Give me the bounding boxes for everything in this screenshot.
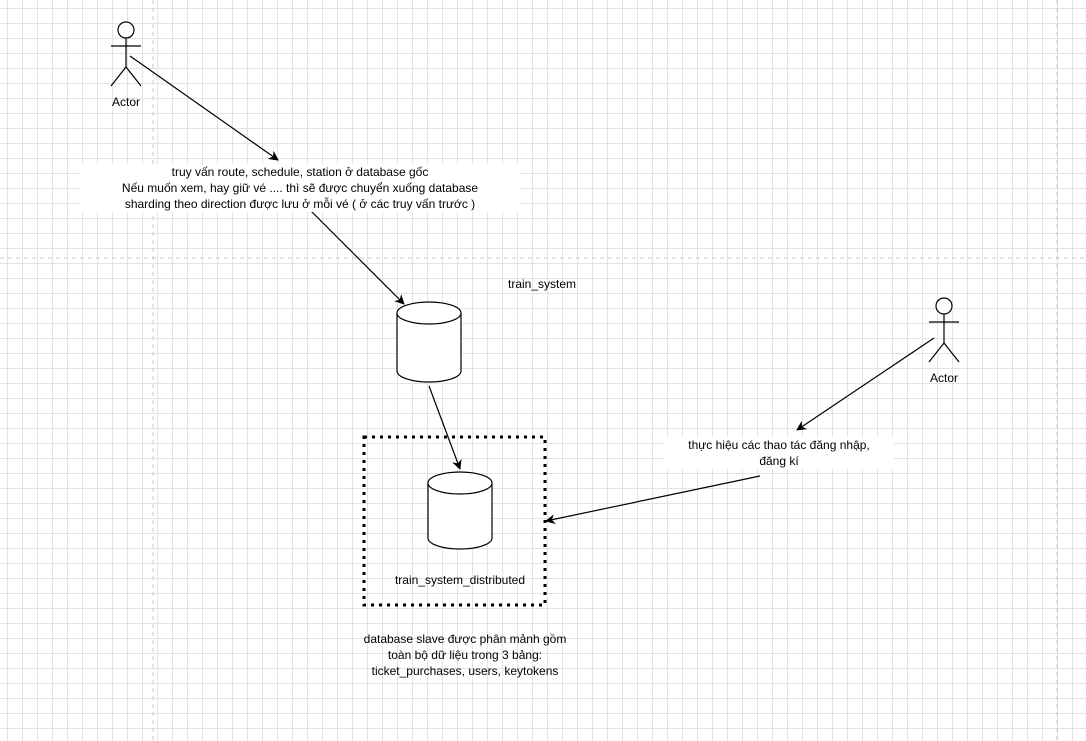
arrow-train-system-to-distributed[interactable] [428,385,462,470]
query-note-label[interactable]: truy vấn route, schedule, station ở data… [80,164,520,212]
distributed-container[interactable] [362,435,547,607]
actor-right-label: Actor [929,371,958,385]
train-system-distributed-label: train_system_distributed [394,573,526,587]
auth-note-line-2: đăng kí [759,454,799,468]
actor-right-figure[interactable] [928,297,960,363]
query-note-line-3: sharding theo direction được lưu ở mỗi v… [124,197,476,211]
arrow-auth-note-to-container[interactable] [545,475,761,525]
arrow-query-note-to-train-system[interactable] [309,209,405,305]
slave-note-line-1: database slave được phân mảnh gồm [363,632,567,646]
query-note-line-1: truy vấn route, schedule, station ở data… [171,165,429,179]
database-train-system-distributed[interactable] [427,471,493,550]
auth-note-label[interactable]: thực hiệu các thao tác đăng nhập, đăng k… [664,437,894,469]
actor-top-left-label: Actor [111,95,140,109]
database-train-system[interactable] [396,301,462,383]
arrow-actor-right-to-auth-note[interactable] [796,337,935,431]
actor-top-left-figure[interactable] [110,21,142,87]
slave-note-line-3: ticket_purchases, users, keytokens [371,664,559,678]
slave-note-label[interactable]: database slave được phân mảnh gồm toàn b… [336,631,594,679]
slave-note-line-2: toàn bộ dữ liệu trong 3 bảng: [387,648,543,662]
auth-note-line-1: thực hiệu các thao tác đăng nhập, [688,438,870,452]
query-note-line-2: Nếu muốn xem, hay giữ vé .... thì sẽ đượ… [121,181,479,195]
arrow-actor-to-query-note[interactable] [129,55,279,161]
train-system-label[interactable]: train_system [508,277,577,291]
